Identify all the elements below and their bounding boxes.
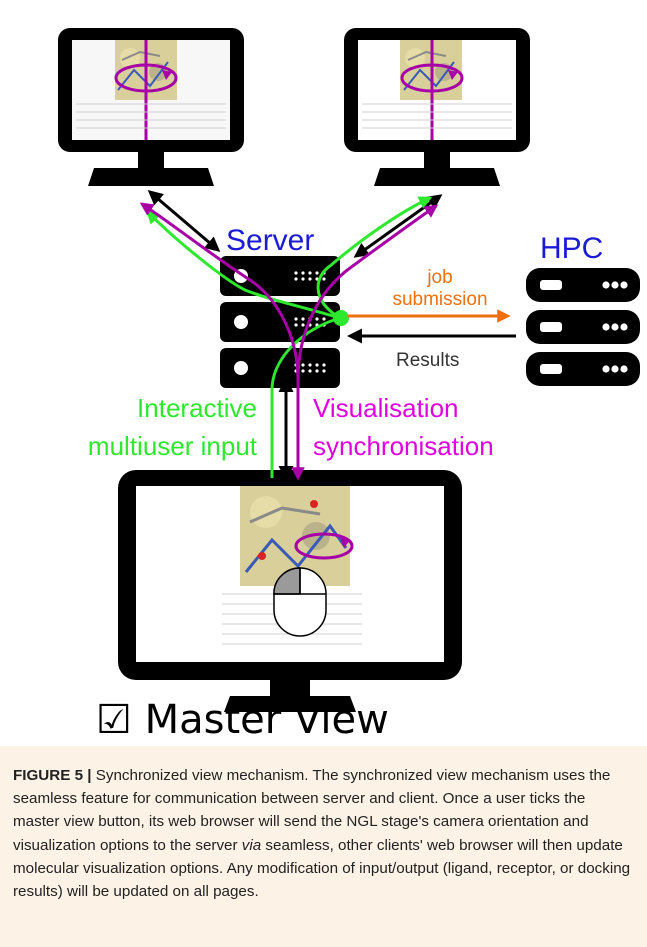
client-monitor-right: [344, 28, 530, 186]
hpc-label: HPC: [540, 232, 603, 265]
caption-text-part2: seamless, other clients' web browser wil…: [13, 836, 631, 901]
diagram: Server HPC job submission Results Intera…: [58, 28, 640, 743]
master-monitor: [118, 470, 462, 712]
interactive-label-line2: multiuser input: [88, 431, 258, 461]
purple-path-right: [296, 204, 439, 381]
master-view-label: ☑ Master View: [96, 697, 389, 743]
mouse-icon: [273, 567, 327, 637]
visualisation-label-line1: Visualisation: [313, 393, 459, 423]
figure-caption: FIGURE 5 | Synchronized view mechanism. …: [0, 746, 647, 947]
arrow-client-left-to-server: [147, 190, 221, 252]
caption-text-part1: Synchronized view mechanism. The synchro…: [13, 767, 611, 854]
rotation-icon: [400, 63, 464, 93]
rotation-icon: [114, 63, 178, 93]
client-monitor-left: [58, 28, 244, 186]
rotation-icon: [294, 532, 354, 560]
green-hub-dot: [333, 310, 349, 326]
server-label: Server: [226, 224, 314, 257]
arrow-client-right-to-server: [353, 194, 443, 258]
caption-via: via: [241, 836, 262, 854]
job-label-line2: submission: [392, 289, 487, 310]
job-label-line1: job: [426, 267, 452, 288]
visualisation-label-line2: synchronisation: [313, 431, 494, 461]
hpc-icon: [526, 268, 640, 386]
figure-label: FIGURE 5 |: [13, 767, 92, 784]
results-label: Results: [396, 350, 459, 371]
purple-path-left: [139, 202, 305, 481]
interactive-label-line1: Interactive: [137, 393, 257, 423]
